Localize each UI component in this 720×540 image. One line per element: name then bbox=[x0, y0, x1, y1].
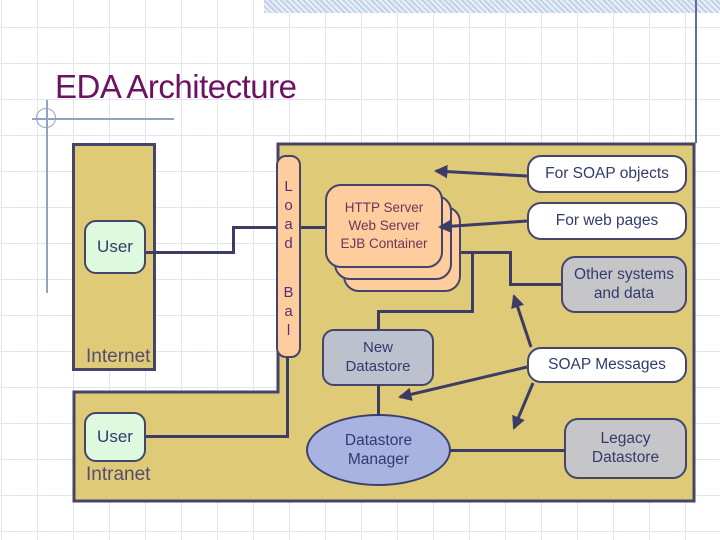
new-datastore-box: New Datastore bbox=[322, 329, 434, 386]
connector-user2-v bbox=[286, 357, 289, 437]
connector-stack-other-h2 bbox=[509, 283, 563, 286]
for-soap-objects-label: For SOAP objects bbox=[545, 164, 669, 182]
connector-stack-ds-v1 bbox=[471, 252, 474, 313]
other-systems-label: Other systems and data bbox=[574, 265, 674, 302]
connector-stack-ds-h bbox=[377, 310, 474, 313]
intranet-user-box: User bbox=[84, 412, 146, 462]
datastore-manager-ellipse: Datastore Manager bbox=[306, 414, 451, 486]
connector-user1-v bbox=[232, 227, 235, 254]
connector-lb-stack bbox=[300, 226, 326, 229]
intranet-zone-label: Intranet bbox=[86, 464, 151, 485]
circle-decoration bbox=[36, 108, 56, 128]
intranet-user-label: User bbox=[97, 427, 133, 446]
connector-ds-manager bbox=[377, 384, 380, 416]
server-stack-front-card: HTTP Server Web Server EJB Container bbox=[325, 184, 443, 268]
soap-messages-label: SOAP Messages bbox=[548, 355, 666, 373]
for-web-pages-label: For web pages bbox=[555, 211, 659, 229]
server-stack-label: HTTP Server Web Server EJB Container bbox=[340, 199, 428, 252]
connector-manager-legacy bbox=[450, 449, 567, 452]
arrow-soap-objects-to-http bbox=[433, 164, 528, 179]
other-systems-callout: Other systems and data bbox=[561, 256, 687, 313]
for-web-pages-callout: For web pages bbox=[527, 202, 687, 240]
connector-stack-other-h1 bbox=[455, 251, 512, 254]
soap-messages-callout: SOAP Messages bbox=[527, 347, 687, 383]
page-title: EDA Architecture bbox=[55, 68, 297, 105]
new-datastore-label: New Datastore bbox=[345, 338, 411, 375]
for-soap-objects-callout: For SOAP objects bbox=[527, 155, 687, 193]
connector-user1-h1 bbox=[145, 251, 235, 254]
arrow-soap-messages-up bbox=[511, 294, 533, 348]
right-accent-line bbox=[695, 0, 697, 143]
internet-user-box: User bbox=[84, 220, 146, 274]
title-vertical-rule bbox=[46, 100, 48, 293]
connector-stack-ds-v2 bbox=[377, 310, 380, 332]
legacy-datastore-callout: Legacy Datastore bbox=[564, 418, 687, 479]
internet-user-label: User bbox=[97, 237, 133, 256]
connector-user2-h bbox=[145, 435, 289, 438]
connector-stack-other-v bbox=[509, 251, 512, 286]
top-accent-band bbox=[264, 0, 720, 13]
legacy-datastore-label: Legacy Datastore bbox=[591, 429, 660, 466]
arrow-soap-messages-down bbox=[512, 382, 535, 430]
title-underline bbox=[32, 118, 174, 120]
datastore-manager-label: Datastore Manager bbox=[344, 431, 413, 468]
internet-zone-label: Internet bbox=[86, 346, 151, 367]
connector-user1-h2 bbox=[232, 226, 278, 229]
